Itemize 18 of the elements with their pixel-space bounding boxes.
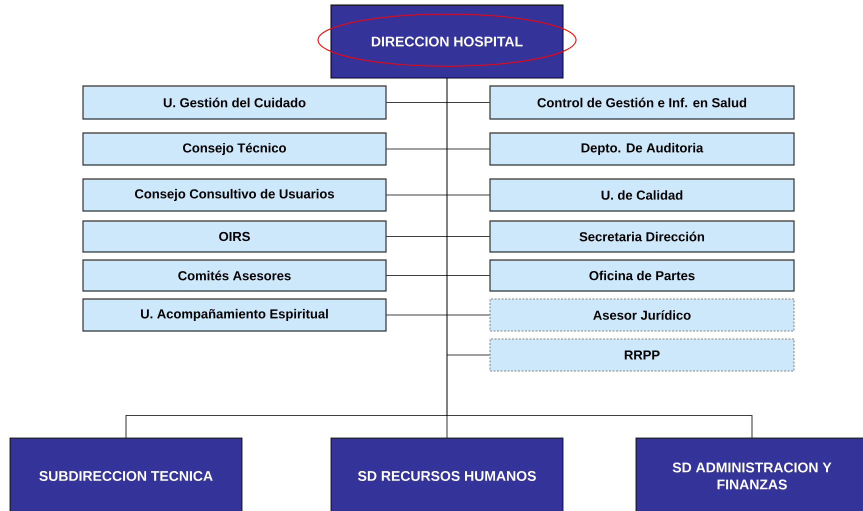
connector-line [446, 78, 752, 438]
unit-box: OIRS [82, 220, 387, 253]
direction-box: DIRECCION HOSPITAL [330, 4, 564, 78]
unit-box: Control de Gestión e Inf. en Salud [489, 85, 795, 120]
unit-box: Consejo Técnico [82, 132, 387, 166]
advisor-box: RRPP [490, 338, 794, 372]
subdirection-box: SD RECURSOS HUMANOS [330, 438, 564, 511]
subdirection-box: SUBDIRECCION TECNICA [10, 438, 242, 511]
advisor-box: Asesor Jurídico [490, 298, 794, 332]
subdirection-box: SD ADMINISTRACION Y FINANZAS [636, 438, 863, 511]
unit-box: Oficina de Partes [489, 259, 795, 292]
unit-box: Consejo Consultivo de Usuarios [82, 178, 387, 212]
unit-box: U. Acompañamiento Espiritual [82, 298, 387, 332]
unit-box: U. de Calidad [489, 178, 795, 212]
unit-box: U. Gestión del Cuidado [82, 85, 387, 120]
unit-box: Comités Asesores [82, 259, 387, 292]
unit-box: Depto. De Auditoria [489, 132, 795, 166]
unit-box: Secretaria Dirección [489, 220, 795, 253]
